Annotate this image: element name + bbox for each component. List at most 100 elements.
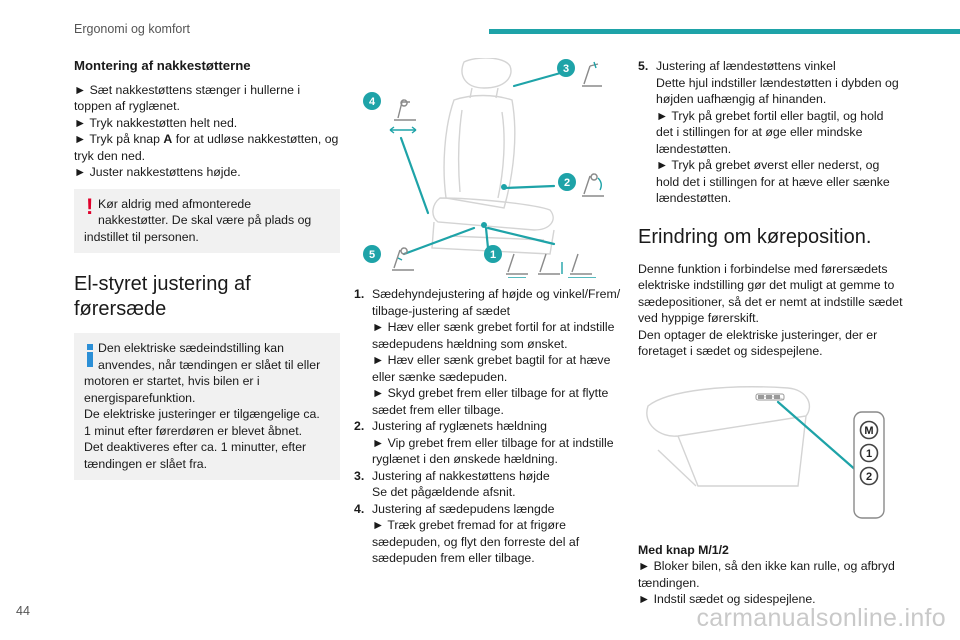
column-middle: 3 4 2 5 1 1. Sædehyndejustering af højde… <box>354 57 624 567</box>
adjustment-list-continued: 5. Justering af lændestøttens vinkel Det… <box>638 58 910 207</box>
mount-heading: Montering af nakkestøtterne <box>74 58 251 73</box>
seat-icon-length <box>389 99 417 134</box>
item-line: højden uafhængig af hinanden. <box>656 92 827 106</box>
memory-button-m-label: M <box>864 425 873 437</box>
warning-box: ! Kør aldrig med afmonterede nakkestøtte… <box>74 188 340 253</box>
seat-icon-headrest <box>582 61 602 87</box>
switch-panel <box>853 410 885 519</box>
memory-button-1-label: 1 <box>866 448 872 460</box>
adjustment-list: 1. Sædehyndejustering af højde og vinkel… <box>354 286 624 567</box>
mount-step-line: toppen af ryglænet. <box>74 99 180 113</box>
warning-exclamation-icon: ! <box>86 193 94 219</box>
info-line: energisparefunktion. <box>84 390 196 405</box>
seat-illustration: 3 4 2 5 1 <box>354 57 624 279</box>
item-line: Dette hjul indstiller lændestøtten i dyb… <box>656 75 899 90</box>
heading-line: førersæde <box>74 298 167 320</box>
list-item: 2. Justering af ryglænets hældning ► Vip… <box>354 418 624 468</box>
mount-step-line: ► Juster nakkestøttens højde. <box>74 165 241 179</box>
item-line: ► Tryk på grebet fortil eller bagtil, og… <box>656 108 884 123</box>
backrest-outline <box>443 94 516 209</box>
seat-icon-backrest <box>582 173 604 197</box>
cushion-outline <box>432 197 554 231</box>
callout-line-2 <box>502 184 556 190</box>
item-number: 3. <box>354 468 365 483</box>
item-line: Sædehyndejustering af højde og vinkel/Fr… <box>372 287 621 301</box>
item-line: sædepuden, og flyt den forreste del af <box>372 534 580 549</box>
item-line: ryglænet i den ønskede hældning. <box>372 452 558 466</box>
item-line: lændestøtten. <box>656 191 732 205</box>
callout-badge-3: 3 <box>557 59 575 77</box>
memory-line: Den optager de elektriske justeringer, d… <box>638 327 878 342</box>
item-line: hold det i stillingen for at hæve eller … <box>656 174 890 189</box>
button-steps: ► Bloker bilen, så den ikke kan rulle, o… <box>638 558 910 608</box>
memory-button-2: 2 <box>859 466 879 485</box>
switch-callout-line <box>776 400 860 473</box>
info-line: tændingen er slået fra. <box>84 456 208 471</box>
seat-icon-cushion-height <box>538 253 563 275</box>
list-item: 1. Sædehyndejustering af højde og vinkel… <box>354 286 624 418</box>
mount-step-line: ► Sæt nakkestøttens stænger i hullerne i <box>74 82 301 97</box>
list-item: 4. Justering af sædepudens længde ► Træk… <box>354 501 624 567</box>
item-line: ► Hæv eller sænk grebet fortil for at in… <box>372 320 615 334</box>
seat-adjust-icons <box>389 61 604 279</box>
watermark: carmanualsonline.info <box>696 604 946 632</box>
info-line: motoren er startet, hvis bilen er i <box>84 374 260 388</box>
memory-line: elektriske indstilling gør det muligt at… <box>638 278 895 292</box>
seat-icon-seat-slide <box>568 253 596 279</box>
header-accent-bar <box>489 29 960 34</box>
item-line: ► Vip grebet frem eller tilbage for at i… <box>372 435 614 450</box>
item-line: Se det pågældende afsnit. <box>372 485 516 499</box>
callout-4-label: 4 <box>369 96 376 108</box>
item-number: 4. <box>354 501 365 516</box>
item-number: 1. <box>354 287 365 301</box>
column-right: 5. Justering af lændestøttens vinkel Det… <box>638 58 910 608</box>
callout-3-label: 3 <box>563 63 569 75</box>
door-panel-outline <box>646 385 811 437</box>
heading-line: El-styret justering af <box>74 273 251 295</box>
item-line: sædet frem eller tilbage. <box>372 402 504 417</box>
seat-icon-cushion-tilt <box>506 253 528 279</box>
button-step-line: ► Indstil sædet og sidespejlene. <box>638 592 816 606</box>
switch-buttons-small <box>755 393 785 400</box>
seat-diagram: 3 4 2 5 1 <box>363 57 604 279</box>
item-line: lændestøtten. <box>656 141 732 156</box>
page-number: 44 <box>16 604 30 618</box>
info-line: Den elektriske sædeindstilling kan <box>98 341 284 355</box>
warning-line: indstillet til personen. <box>84 229 199 244</box>
item-line: tilbage-justering af sædet <box>372 303 511 318</box>
memory-button-2-label: 2 <box>866 471 872 483</box>
memory-switch-diagram: M 1 2 <box>646 385 885 519</box>
memory-switch-illustration: M 1 2 <box>638 376 888 524</box>
memory-line: ved hyppige førerskift. <box>638 311 759 325</box>
memory-text: Denne funktion i forbindelse med førersæ… <box>638 261 910 360</box>
item-line: Justering af nakkestøttens højde <box>372 468 550 483</box>
button-step-line: tændingen. <box>638 575 700 590</box>
item-number: 5. <box>638 59 649 73</box>
mount-step-line: ► Tryk på knap A for at udløse nakkestøt… <box>74 131 340 148</box>
memory-line: Denne funktion i forbindelse med førersæ… <box>638 261 888 276</box>
mount-step-text: ► Tryk på knap <box>74 132 164 146</box>
headrest-outline <box>461 57 512 89</box>
warning-line: nakkestøtter. De skal være på plads og <box>98 213 312 227</box>
button-step-line: ► Bloker bilen, så den ikke kan rulle, o… <box>638 559 895 573</box>
item-line: Justering af lændestøttens vinkel <box>656 59 836 73</box>
callout-2-label: 2 <box>564 177 570 189</box>
info-line: anvendes, når tændingen er slået til ell… <box>98 357 321 372</box>
mount-step-line: tryk den ned. <box>74 148 146 163</box>
callout-line-1 <box>484 226 490 250</box>
callout-line-4 <box>399 136 430 215</box>
header-title: Ergonomi og komfort <box>74 22 191 36</box>
callout-line-5 <box>402 226 476 256</box>
memory-line: sædepositioner, så det er nemt at indsti… <box>638 294 903 309</box>
item-line: ► Tryk på grebet øverst eller nederst, o… <box>656 158 880 172</box>
item-line: det i stillingen for at øge eller mindsk… <box>656 125 863 139</box>
electric-seat-heading: El-styret justering af førersæde <box>74 272 340 322</box>
item-line: Justering af ryglænets hældning <box>372 419 547 433</box>
button-a-label: A <box>163 132 173 146</box>
memory-button-m: M <box>859 420 879 439</box>
mount-step-line: ► Tryk nakkestøtten helt ned. <box>74 115 238 130</box>
callout-line-3 <box>512 70 566 88</box>
callout-badge-5: 5 <box>363 245 381 263</box>
memory-heading: Erindring om køreposition. <box>638 225 872 248</box>
info-line: De elektriske justeringer er tilgængelig… <box>84 407 320 421</box>
